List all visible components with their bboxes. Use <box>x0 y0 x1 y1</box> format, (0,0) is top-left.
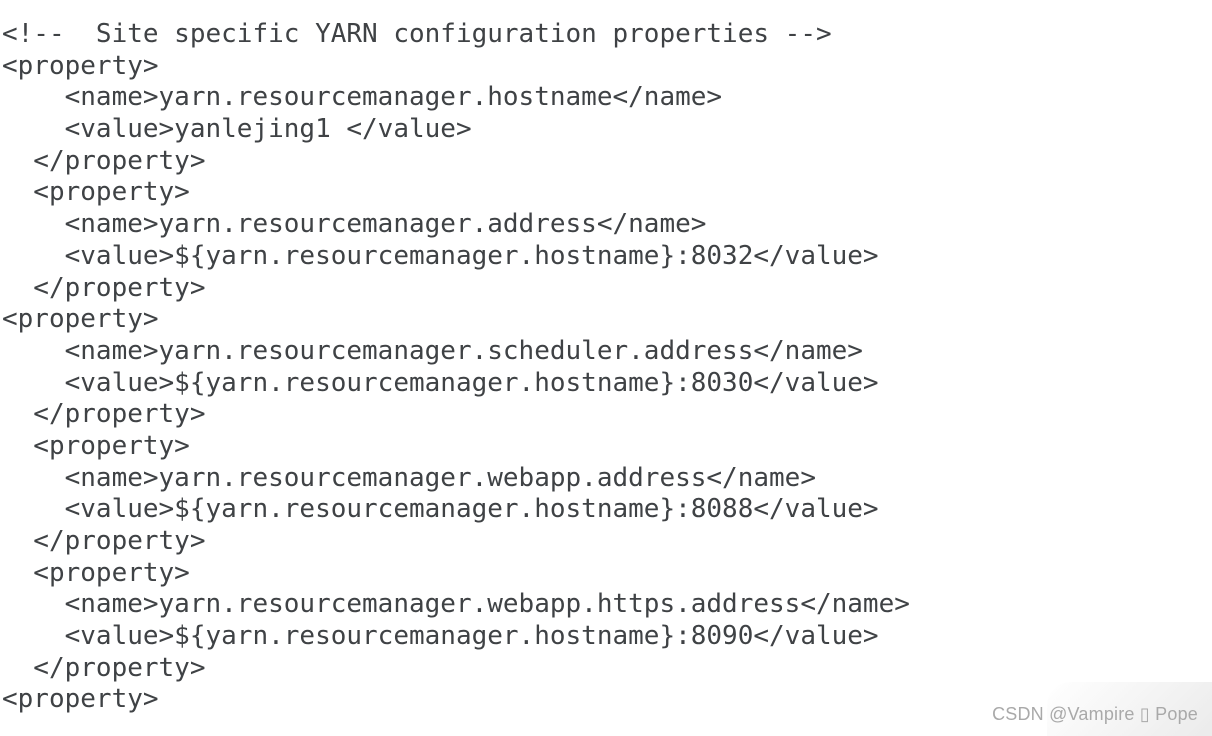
code-line: <value>${yarn.resourcemanager.hostname}:… <box>2 621 879 652</box>
code-line: <name>yarn.resourcemanager.address</name… <box>2 209 707 240</box>
code-line: <name>yarn.resourcemanager.hostname</nam… <box>2 82 723 113</box>
code-line: <value>yanlejing1 </value> <box>2 114 472 145</box>
code-line: <property> <box>2 684 159 715</box>
code-line: <property> <box>2 557 190 588</box>
code-line: <name>yarn.resourcemanager.scheduler.add… <box>2 335 863 366</box>
code-line: <!-- Site specific YARN configuration pr… <box>2 19 832 49</box>
code-line: <property> <box>2 50 159 81</box>
code-line: <value>${yarn.resourcemanager.hostname}:… <box>2 240 879 271</box>
code-line: <name>yarn.resourcemanager.webapp.addres… <box>2 462 816 493</box>
code-line: <property> <box>2 430 190 461</box>
code-line: <value>${yarn.resourcemanager.hostname}:… <box>2 367 879 398</box>
xml-config-code-block: <!-- Site specific YARN configuration pr… <box>2 19 910 716</box>
code-line: </property> <box>2 399 206 430</box>
csdn-watermark: CSDN @Vampire ▯ Pope <box>992 704 1198 724</box>
code-line: </property> <box>2 145 206 176</box>
code-line: <property> <box>2 177 190 208</box>
code-line: <name>yarn.resourcemanager.webapp.https.… <box>2 589 910 620</box>
code-line: </property> <box>2 652 206 683</box>
code-line: <value>${yarn.resourcemanager.hostname}:… <box>2 494 879 525</box>
code-line: <property> <box>2 304 159 335</box>
code-line: </property> <box>2 272 206 303</box>
code-line: </property> <box>2 526 206 556</box>
watermark-gradient-background <box>1047 682 1212 736</box>
